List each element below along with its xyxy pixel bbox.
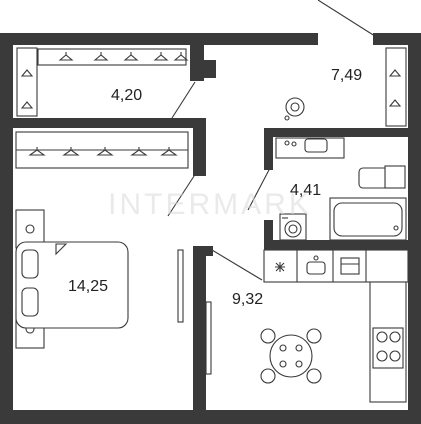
radiator-bedroom — [177, 249, 184, 323]
bathroom-door-leaf — [247, 167, 271, 211]
bedroom-wardrobe-rail — [15, 131, 189, 169]
room-area-kitchen: 9,32 — [232, 291, 264, 308]
washing-machine-icon — [279, 213, 307, 241]
room-area-wardrobe: 4,20 — [111, 87, 143, 104]
outer-walls — [0, 33, 421, 424]
kitchen-door-leaf — [211, 249, 263, 281]
toilet-icon — [358, 165, 406, 189]
bathroom-sink — [275, 137, 345, 159]
room-area-bathroom: 4,41 — [290, 182, 322, 199]
interior-walls — [13, 45, 408, 410]
door-lines — [167, 0, 379, 281]
entrance-door-leaf — [317, 0, 379, 39]
watermark-text: INTERMARK — [108, 188, 312, 221]
dining-table — [260, 328, 322, 384]
wardrobe-side-left — [16, 47, 38, 117]
wardrobe-door-leaf — [171, 81, 196, 119]
wardrobe-rail-top — [37, 48, 189, 66]
hallway-wardrobe-right — [385, 47, 407, 127]
robot-vacuum-icon — [284, 97, 305, 121]
room-area-bedroom: 14,25 — [68, 278, 109, 295]
bedroom-door-leaf — [167, 169, 199, 217]
kitchen-counter-top — [263, 249, 409, 283]
bed — [15, 209, 129, 349]
radiator-kitchen — [205, 301, 212, 375]
kitchen-counter-right — [369, 281, 407, 403]
room-area-hallway: 7,49 — [331, 67, 363, 84]
bathtub — [329, 197, 407, 241]
